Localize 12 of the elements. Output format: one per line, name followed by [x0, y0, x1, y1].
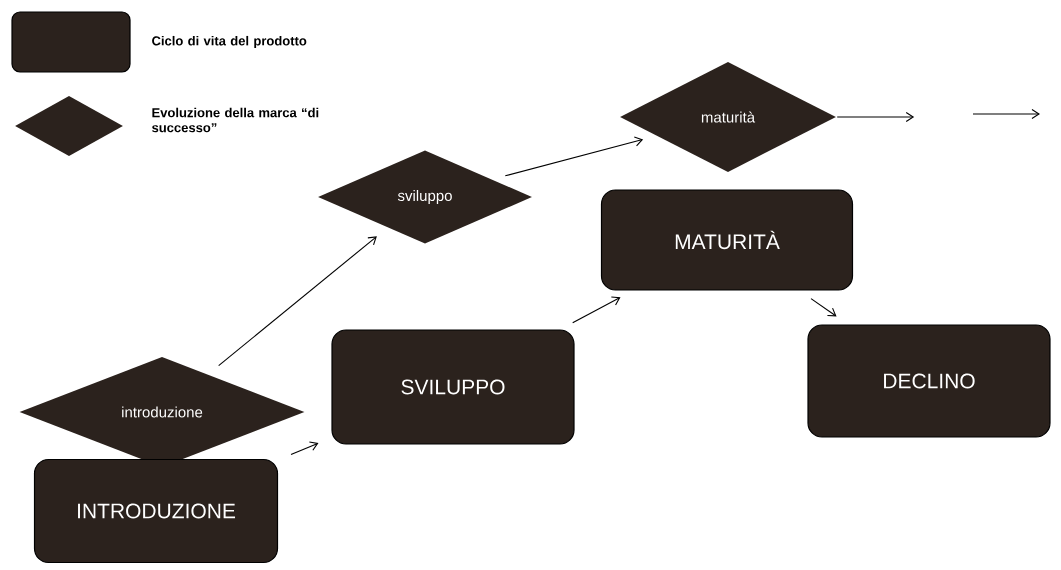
stage-box: MATURITÀ [600, 189, 854, 291]
arrow [836, 111, 915, 123]
arrow [218, 236, 377, 367]
stage-box: DECLINO [807, 324, 1051, 438]
arrow [810, 298, 837, 317]
arrow [572, 296, 621, 324]
arrow [290, 441, 319, 456]
stage-box: SVILUPPO [331, 329, 575, 445]
arrow [504, 136, 644, 177]
legend-text: Ciclo di vita del prodotto [152, 35, 307, 49]
legend-text: Evoluzione della marca “di successo” [152, 107, 319, 133]
stage-box: INTRODUZIONE [33, 458, 279, 564]
